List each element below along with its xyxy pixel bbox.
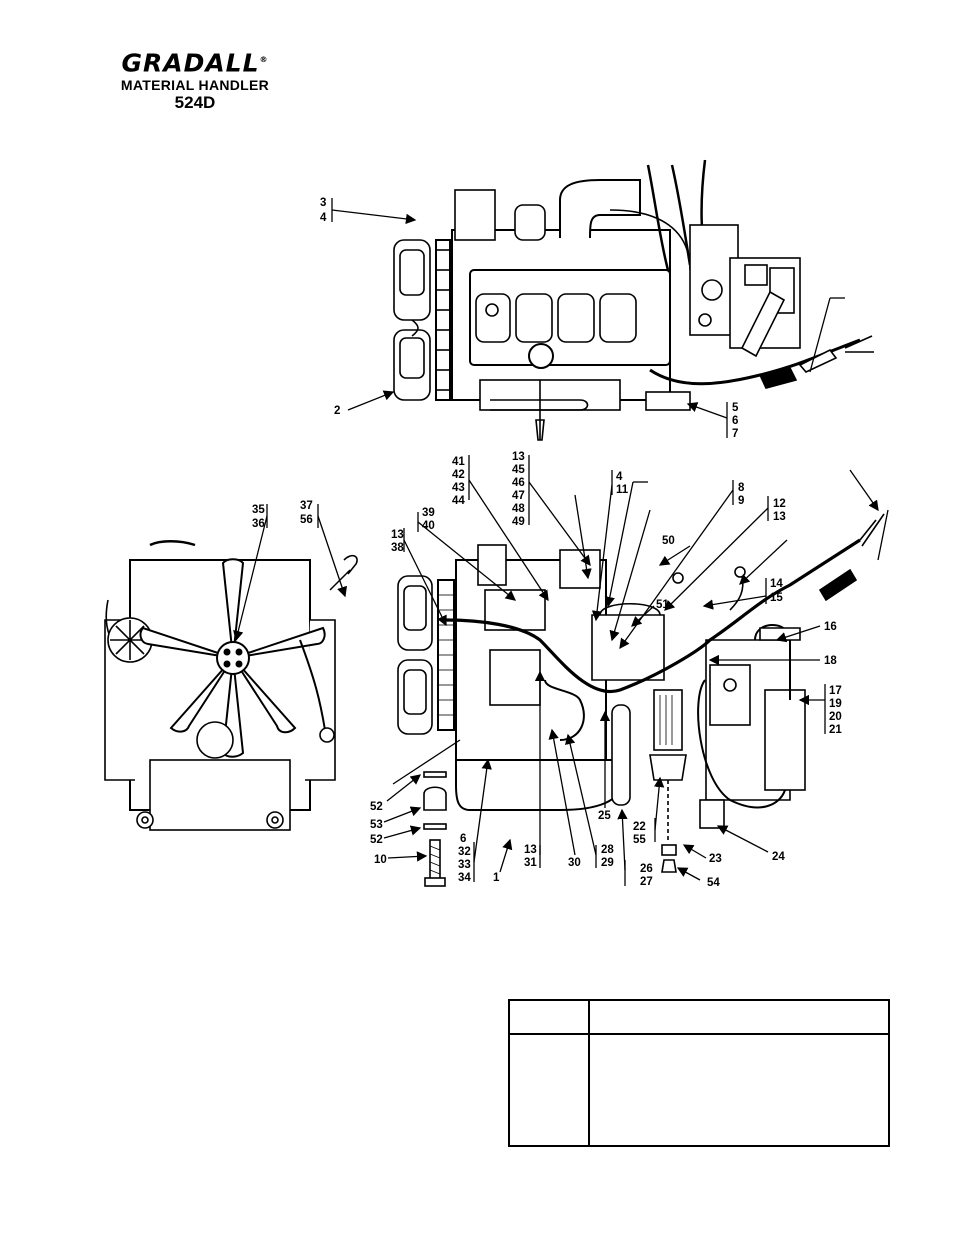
callout: 48	[512, 503, 525, 515]
callout: 12	[773, 498, 786, 510]
callout: 30	[568, 857, 581, 869]
callout: 47	[512, 490, 525, 502]
callout: 22	[633, 821, 646, 833]
gradall-logo: GRADALL®	[110, 46, 280, 77]
callout: 44	[452, 495, 465, 507]
callout: 53	[370, 819, 383, 831]
callout: 15	[770, 592, 783, 604]
callout: 50	[662, 535, 675, 547]
callout: 43	[452, 482, 465, 494]
brand-header: GRADALL® MATERIAL HANDLER 524D	[110, 46, 280, 113]
callout: 6	[732, 415, 738, 427]
callout: 26	[640, 863, 653, 875]
callout: 52	[370, 834, 383, 846]
callout: 20	[829, 711, 842, 723]
front-view-leaders	[233, 504, 348, 642]
callout: 40	[422, 520, 435, 532]
callout: 31	[524, 857, 537, 869]
engine-side-view	[397, 513, 885, 840]
callout: 23	[709, 853, 722, 865]
callout: 13	[524, 844, 537, 856]
table-header-row	[510, 1001, 888, 1035]
callout: 52	[370, 801, 383, 813]
callout: 36	[252, 518, 265, 530]
callout: 4	[616, 471, 623, 483]
callout: 1	[493, 872, 500, 884]
callout: 55	[633, 834, 646, 846]
callout: 5	[732, 402, 739, 414]
table-column-divider	[588, 1001, 590, 1145]
callout: 9	[738, 495, 744, 507]
parts-table	[508, 999, 890, 1147]
callout: 21	[829, 724, 842, 736]
callout: 35	[252, 504, 265, 516]
callout: 8	[738, 482, 745, 494]
callout: 24	[772, 851, 785, 863]
callout: 41	[452, 456, 465, 468]
callout: 18	[824, 655, 837, 667]
callout: 10	[374, 854, 387, 866]
callout: 25	[598, 810, 611, 822]
engine-top-view	[393, 159, 874, 441]
callout: 14	[770, 578, 783, 590]
callout: 17	[829, 685, 842, 697]
callout: 4	[320, 212, 327, 224]
callout: 33	[458, 859, 471, 871]
callout: 2	[334, 405, 340, 417]
top-view-leaders	[331, 198, 845, 438]
callout: 34	[458, 872, 471, 884]
model-number: 524D	[174, 93, 216, 113]
callout-labels: 3 4 2 5 6 7 35 36 37 56 41 42 43 44 13 4…	[252, 197, 842, 889]
side-view-leaders	[383, 455, 889, 886]
callout: 27	[640, 876, 653, 888]
callout: 38	[391, 542, 404, 554]
subtitle: MATERIAL HANDLER	[120, 77, 270, 94]
callout: 13	[773, 511, 786, 523]
callout: 11	[616, 484, 629, 496]
callout: 13	[512, 451, 525, 463]
registered-mark: ®	[259, 55, 269, 64]
callout: 3	[320, 197, 326, 209]
callout: 49	[512, 516, 525, 528]
loose-parts	[423, 771, 677, 887]
callout: 45	[512, 464, 525, 476]
logo-text: GRADALL	[121, 48, 260, 78]
callout: 19	[829, 698, 842, 710]
callout: 51	[656, 599, 669, 611]
callout: 54	[707, 877, 720, 889]
callout: 37	[300, 500, 313, 512]
callout: 46	[512, 477, 525, 489]
callout: 39	[422, 507, 435, 519]
callout: 42	[452, 469, 465, 481]
callout: 13	[391, 529, 404, 541]
callout: 29	[601, 857, 614, 869]
callout: 56	[300, 514, 313, 526]
engine-front-view	[104, 540, 358, 831]
callout: 7	[732, 428, 738, 440]
callout: 6	[460, 833, 466, 845]
callout: 28	[601, 844, 614, 856]
callout: 32	[458, 846, 471, 858]
callout: 16	[824, 621, 837, 633]
